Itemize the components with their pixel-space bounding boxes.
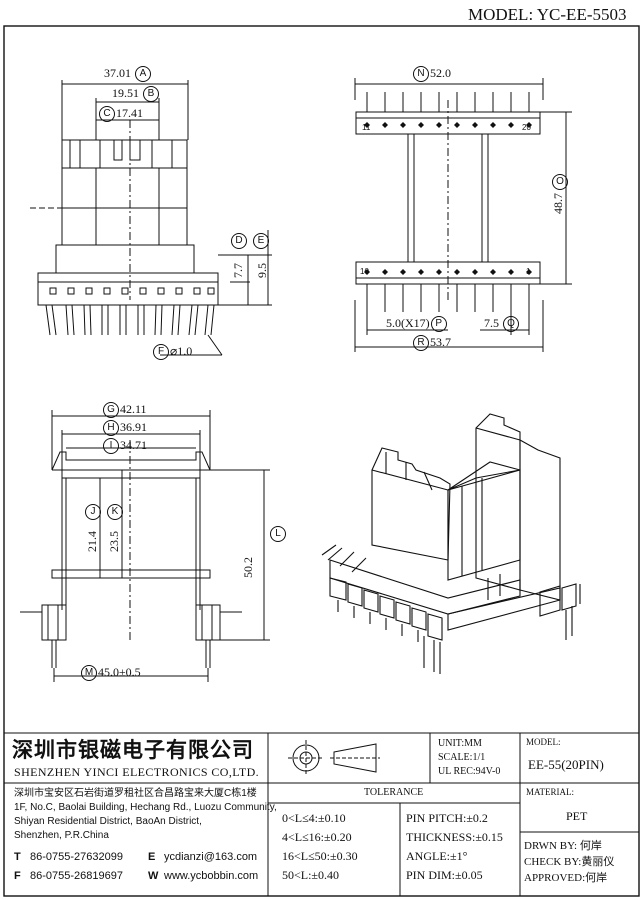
isometric-view <box>321 413 581 674</box>
tel-label: T <box>14 851 21 863</box>
pin-number-10: 10 <box>360 267 369 276</box>
fax-label: F <box>14 870 21 882</box>
pin-number-1: 1 <box>526 267 531 276</box>
top-view <box>354 78 572 352</box>
address-en-2: Shiyan Residential District, BaoAn Distr… <box>14 816 202 827</box>
title-block <box>4 732 639 896</box>
dim-D-value: 7.7 <box>231 263 245 278</box>
email-label: E <box>148 851 156 863</box>
approved-by: APPROVED:何岸 <box>524 872 608 884</box>
material-value: PET <box>566 809 588 823</box>
company-name-en: SHENZHEN YINCI ELECTRONICS CO,LTD. <box>14 765 260 779</box>
tolerance-right-4: PIN DIM:±0.05 <box>406 868 483 882</box>
model-label: MODEL: <box>526 737 561 747</box>
tolerance-left-3: 16<L≤50:±0.30 <box>282 849 358 863</box>
address-cn: 深圳市宝安区石岩街道罗租社区合昌路宝来大厦C栋1楼 <box>14 788 257 799</box>
material-label: MATERIAL: <box>526 787 574 797</box>
model-value: EE-55(20PIN) <box>528 757 604 772</box>
tolerance-right-1: PIN PITCH:±0.2 <box>406 811 488 825</box>
dim-F: F⌀1.0 <box>152 344 192 360</box>
pin-number-20: 20 <box>522 123 531 132</box>
side-view <box>20 410 270 682</box>
dim-E-value: 9.5 <box>255 263 269 278</box>
scale-text: SCALE:1/1 <box>438 752 486 763</box>
unit-text: UNIT:MM <box>438 738 482 749</box>
dim-L-label: L <box>269 526 287 542</box>
tolerance-title: TOLERANCE <box>364 787 424 798</box>
tel-number: 86-0755-27632099 <box>30 851 123 863</box>
dim-K-label: K <box>106 504 124 520</box>
dim-B: 19.51 B <box>112 86 160 102</box>
tolerance-left-4: 50<L:±0.40 <box>282 868 340 882</box>
dim-A: 37.01 A <box>104 66 152 82</box>
sheet-border <box>3 25 640 897</box>
dim-E-label: E <box>252 233 270 249</box>
model-header: MODEL: YC-EE-5503 <box>468 5 627 24</box>
pin-number-11: 11 <box>362 123 371 132</box>
dim-Q: 7.5 Q <box>484 316 520 332</box>
tolerance-right-2: THICKNESS:±0.15 <box>406 830 503 844</box>
ul-text: UL REC:94V-0 <box>438 766 501 777</box>
tolerance-left-2: 4<L≤16:±0.20 <box>282 830 352 844</box>
dim-K-value: 23.5 <box>107 531 121 552</box>
dim-J-value: 21.4 <box>85 531 99 552</box>
dim-J-label: J <box>84 504 102 520</box>
dim-D-label: D <box>230 233 248 249</box>
front-view <box>30 80 272 356</box>
drawn-by: DRWN BY: 何岸 <box>524 840 602 852</box>
company-name-cn: 深圳市银磁电子有限公司 <box>12 738 254 762</box>
dim-O-value: 48.7 <box>551 193 565 214</box>
address-en-3: Shenzhen, P.R.China <box>14 830 109 841</box>
dim-P: 5.0(X17)P <box>386 316 448 332</box>
tolerance-right-3: ANGLE:±1° <box>406 849 468 863</box>
email-link[interactable]: ycdianzi@163.com <box>164 851 258 863</box>
address-en-1: 1F, No.C, Baolai Building, Hechang Rd., … <box>14 802 277 813</box>
checked-by: CHECK BY:黄丽仪 <box>524 856 615 868</box>
web-link[interactable]: www.ycbobbin.com <box>164 870 259 882</box>
dim-O-label: O <box>551 174 569 190</box>
tolerance-left-1: 0<L≤4:±0.10 <box>282 811 346 825</box>
dim-L-value: 50.2 <box>241 557 255 578</box>
fax-number: 86-0755-26819697 <box>30 870 123 882</box>
web-label: W <box>148 870 159 882</box>
